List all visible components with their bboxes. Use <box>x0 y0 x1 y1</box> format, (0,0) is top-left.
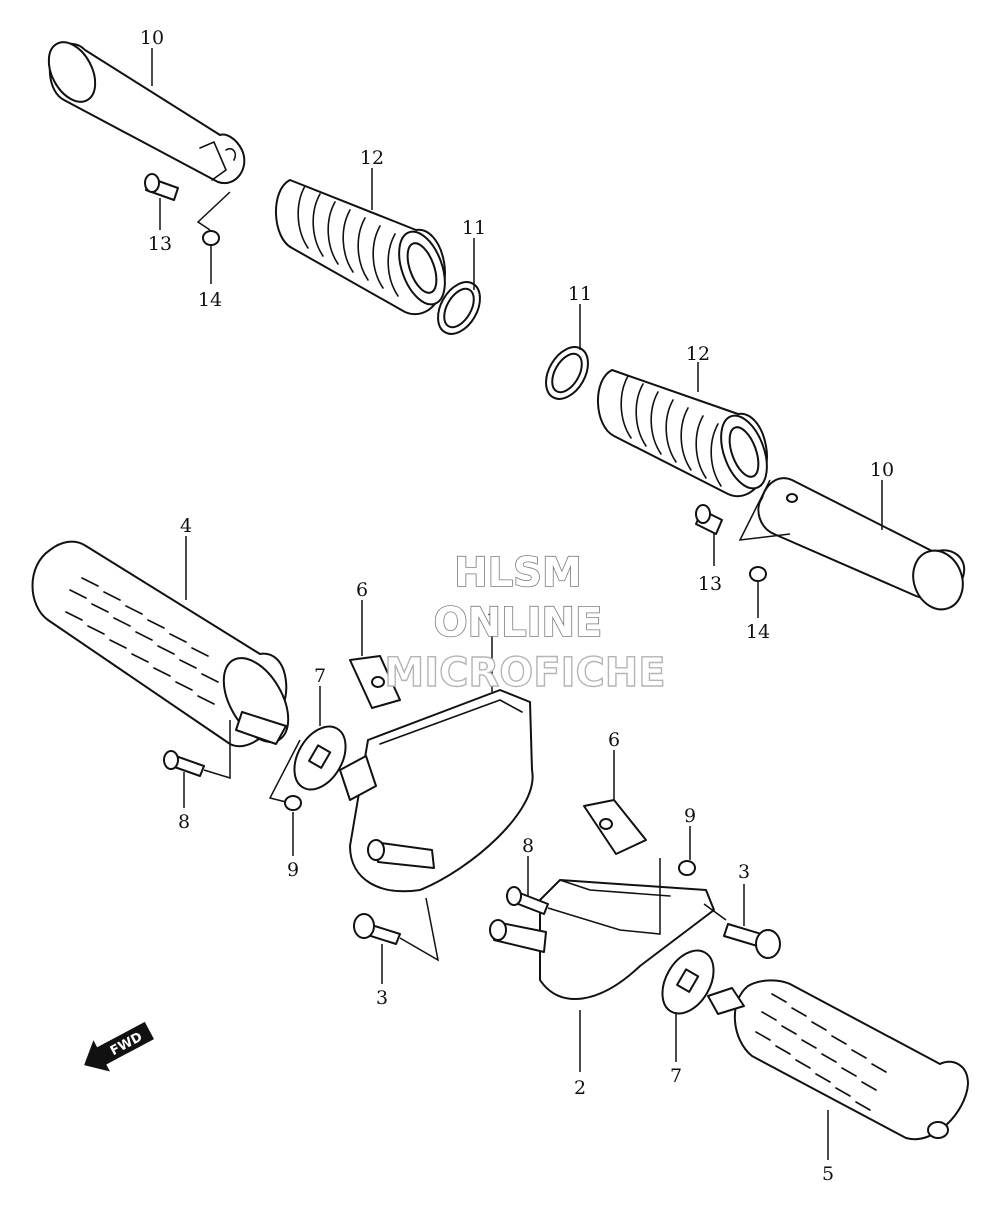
spacer-part-7-right <box>661 949 715 1015</box>
callout-10-right: 10 <box>870 459 894 481</box>
callout-11-right: 11 <box>568 283 592 305</box>
callout-4: 4 <box>180 515 192 537</box>
watermark-line-3: MICROFICHE <box>384 650 665 696</box>
callout-14-right: 14 <box>746 621 770 643</box>
clip-part-9-left <box>284 795 302 811</box>
bolt-part-8-left <box>163 750 205 777</box>
clip-part-9-right <box>678 860 696 876</box>
callout-8-left: 8 <box>178 811 190 833</box>
washer-part-11-left <box>437 281 481 335</box>
bolt-part-13-right <box>695 504 723 535</box>
bolt-part-3-right <box>723 923 781 959</box>
bracket-part-1 <box>339 689 534 893</box>
leader-lines <box>151 48 883 1160</box>
callout-5: 5 <box>822 1163 834 1185</box>
bolt-part-8-right <box>506 886 549 915</box>
fwd-arrow-icon: FWD <box>84 1021 154 1072</box>
washer-part-11-right <box>545 346 589 400</box>
callout-8-right: 8 <box>522 835 534 857</box>
callout-11-left: 11 <box>462 217 486 239</box>
footrest-bar-part-10-right <box>757 477 966 611</box>
bolt-part-13-left <box>144 173 179 201</box>
callout-3-left: 3 <box>376 987 388 1009</box>
callout-13-left: 13 <box>148 233 172 255</box>
callout-3-right: 3 <box>738 861 750 883</box>
callout-6-left: 6 <box>356 579 368 601</box>
callout-10-left: 10 <box>140 27 164 49</box>
footrest-bar-part-10-left <box>47 41 246 185</box>
callout-14-left: 14 <box>198 289 222 311</box>
callout-9-right: 9 <box>684 805 696 827</box>
callout-labels: 10 12 11 13 14 11 12 10 13 14 4 6 7 8 9 … <box>140 27 894 1185</box>
callout-6-right: 6 <box>608 729 620 751</box>
bolt-part-3-left <box>353 913 401 945</box>
callout-12-right: 12 <box>686 343 710 365</box>
spacer-part-6-right <box>583 799 647 855</box>
bracket-part-2 <box>489 879 715 1001</box>
watermark: HLSM ONLINE MICROFICHE <box>384 549 667 697</box>
callout-2: 2 <box>574 1077 586 1099</box>
watermark-line-1: HLSM <box>454 550 582 596</box>
footrest-part-5 <box>707 979 969 1141</box>
callout-7-right: 7 <box>670 1065 682 1087</box>
grip-rubber-part-12-right <box>597 369 768 497</box>
callout-9-left: 9 <box>287 859 299 881</box>
callout-13-right: 13 <box>698 573 722 595</box>
callout-1: 1 <box>486 609 498 631</box>
callout-7-left: 7 <box>314 665 326 687</box>
watermark-line-2: ONLINE <box>434 600 603 646</box>
spacer-part-7-left <box>293 725 347 791</box>
clip-part-14-right <box>749 566 767 582</box>
spacer-part-6-left <box>349 655 401 709</box>
grip-rubber-part-12-left <box>275 179 446 315</box>
footrest-part-4 <box>31 540 290 748</box>
clip-part-14-left <box>202 230 220 246</box>
callout-12-left: 12 <box>360 147 384 169</box>
